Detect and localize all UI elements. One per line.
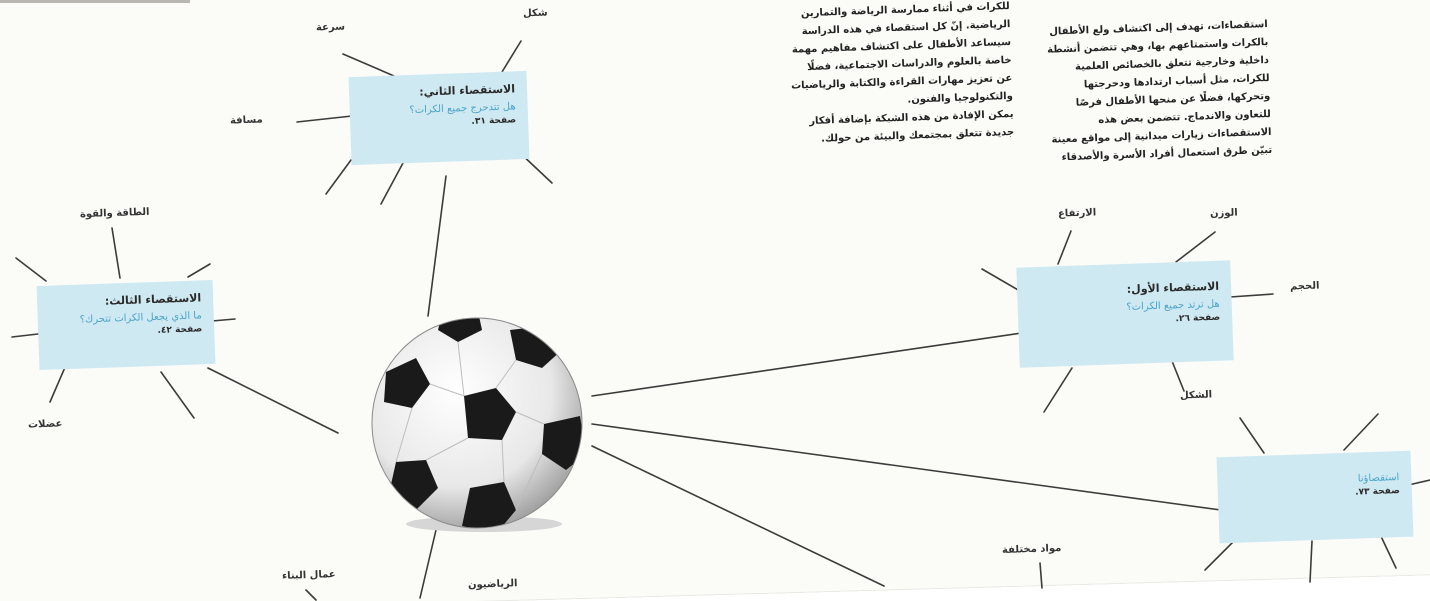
intro-paragraph-middle: للكرات في أثناء ممارسة الرياضة والتمارين… (778, 0, 1015, 150)
spoke-builders (305, 589, 317, 601)
investigation-second-box: الاستقصاء الثاني: هل تتدحرج جميع الكرات؟… (348, 70, 530, 166)
label-distance: مسافة (229, 114, 263, 127)
spoke-height (1057, 230, 1072, 265)
intro-paragraph-right: استقصاءات، تهدف إلى اكتشاف ولع الأطفال ب… (1036, 16, 1273, 168)
label-shape: شكل (522, 7, 548, 20)
spoke-ours-b (1309, 540, 1313, 583)
spoke-weight (1175, 231, 1216, 263)
paper-edge (0, 0, 190, 3)
investigation-third-box: الاستقصاء الثالث: ما الذي يجعل الكرات تت… (36, 279, 216, 371)
spoke-third-b (160, 371, 195, 419)
spoke-muscles (49, 364, 67, 403)
spoke-first-b (1043, 367, 1073, 413)
spoke-ours-tr (1343, 413, 1379, 451)
spoke-shape (501, 40, 522, 73)
spoke-third-l (11, 333, 39, 338)
label-size: الحجم (1289, 280, 1320, 293)
soccer-ball-image (371, 317, 583, 532)
connector-center-first (591, 329, 1043, 397)
spoke-third-r (211, 318, 236, 322)
spoke-size (1229, 293, 1274, 298)
connector-center-ours (591, 423, 1229, 512)
connector-center-second (427, 175, 447, 317)
investigation-first-box: الاستقصاء الأول: هل ترتد جميع الكرات؟ صف… (1016, 260, 1234, 368)
spoke-materials (1039, 562, 1043, 589)
connector-center-third (207, 367, 339, 434)
spoke-third-tl (15, 257, 47, 282)
label-height: الارتفاع (1057, 207, 1097, 220)
connector-center-athletes (419, 529, 437, 599)
spoke-ours-tl (1239, 417, 1265, 454)
investigation-third-title: الاستقصاء الثالث: (104, 291, 202, 308)
spoke-second-bl1 (325, 159, 352, 195)
label-weight: الوزن (1209, 207, 1238, 220)
spoke-first-l (981, 268, 1021, 292)
label-materials: مواد مختلفة (1001, 542, 1062, 557)
label-speed: سرعة (315, 21, 346, 34)
spoke-distance (296, 115, 353, 123)
label-form: الشكل (1179, 389, 1213, 402)
label-muscles: عضلات (27, 418, 63, 431)
connector-center-bottom (591, 445, 885, 587)
spoke-second-bl2 (380, 162, 404, 205)
our-investigation-box: استقصاؤنا صفحة ٧٣. (1216, 450, 1414, 544)
spoke-energy (111, 227, 121, 279)
spoke-third-tr (187, 263, 211, 278)
label-athletes: الرياضيون (467, 578, 518, 591)
label-builders: عمال البناء (281, 569, 336, 582)
investigation-second-title: الاستقصاء الثاني: (419, 82, 516, 99)
